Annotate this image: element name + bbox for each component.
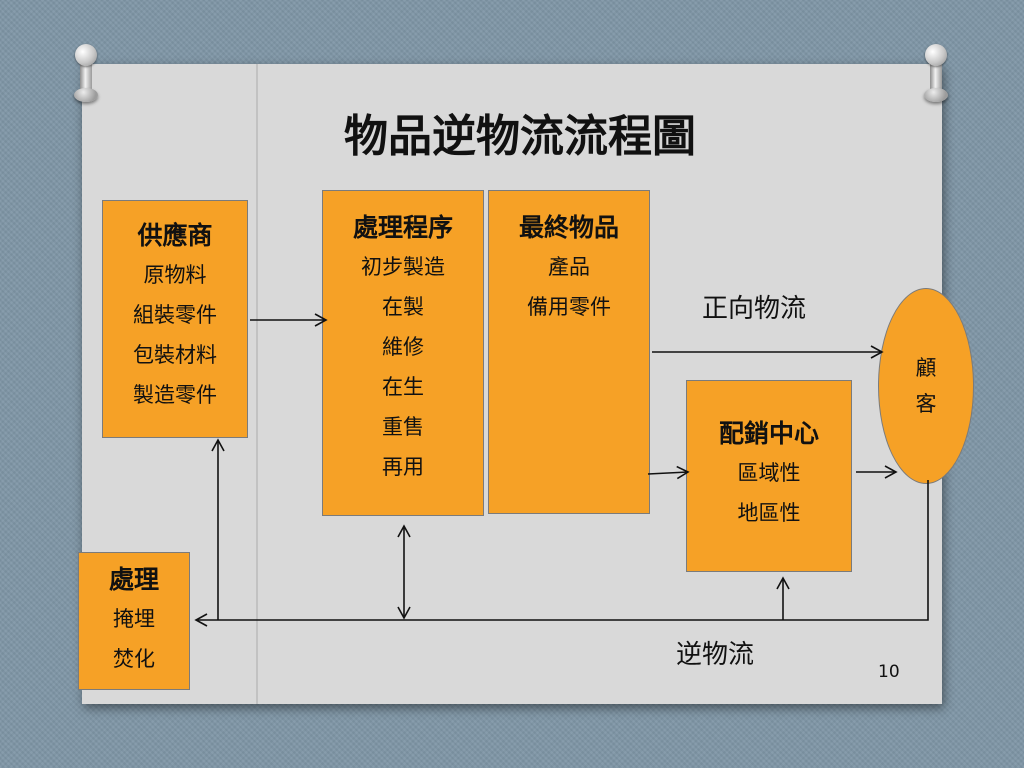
distribution-item: 地區性	[737, 501, 801, 525]
distribution-heading: 配銷中心	[718, 419, 819, 448]
slide-divider	[256, 64, 258, 704]
distribution-item: 區域性	[737, 461, 801, 485]
forward-flow-label: 正向物流	[702, 294, 807, 324]
final-goods-item: 產品	[548, 255, 590, 279]
pushpin-right-icon	[922, 44, 950, 104]
pushpin-left-icon	[72, 44, 100, 104]
supplier-heading: 供應商	[137, 221, 213, 250]
processing-item: 初步製造	[361, 255, 445, 279]
customer-line: 客	[915, 392, 937, 416]
supplier-box: 供應商 原物料 組裝零件 包裝材料 製造零件	[102, 200, 248, 438]
processing-box: 處理程序 初步製造 在製 維修 在生 重售 再用	[322, 190, 484, 516]
page-number: 10	[878, 662, 900, 682]
customer-line: 顧	[915, 356, 937, 380]
reverse-flow-label: 逆物流	[676, 640, 755, 670]
customer-ellipse: 顧 客	[878, 288, 974, 484]
final-goods-box: 最終物品 產品 備用零件	[488, 190, 650, 514]
final-goods-heading: 最終物品	[518, 213, 619, 242]
disposal-heading: 處理	[108, 565, 159, 594]
supplier-item: 原物料	[143, 263, 207, 287]
processing-item: 在生	[382, 375, 424, 399]
processing-item: 維修	[382, 335, 424, 359]
final-goods-item: 備用零件	[527, 295, 611, 319]
processing-item: 重售	[382, 415, 424, 439]
disposal-item: 焚化	[113, 647, 155, 671]
processing-item: 在製	[382, 295, 424, 319]
supplier-item: 製造零件	[133, 383, 217, 407]
supplier-item: 包裝材料	[133, 343, 217, 367]
distribution-center-box: 配銷中心 區域性 地區性	[686, 380, 852, 572]
disposal-box: 處理 掩埋 焚化	[78, 552, 190, 690]
page-title: 物品逆物流流程圖	[344, 111, 696, 162]
disposal-item: 掩埋	[113, 607, 155, 631]
processing-heading: 處理程序	[352, 213, 453, 242]
supplier-item: 組裝零件	[133, 303, 217, 327]
processing-item: 再用	[382, 455, 424, 479]
